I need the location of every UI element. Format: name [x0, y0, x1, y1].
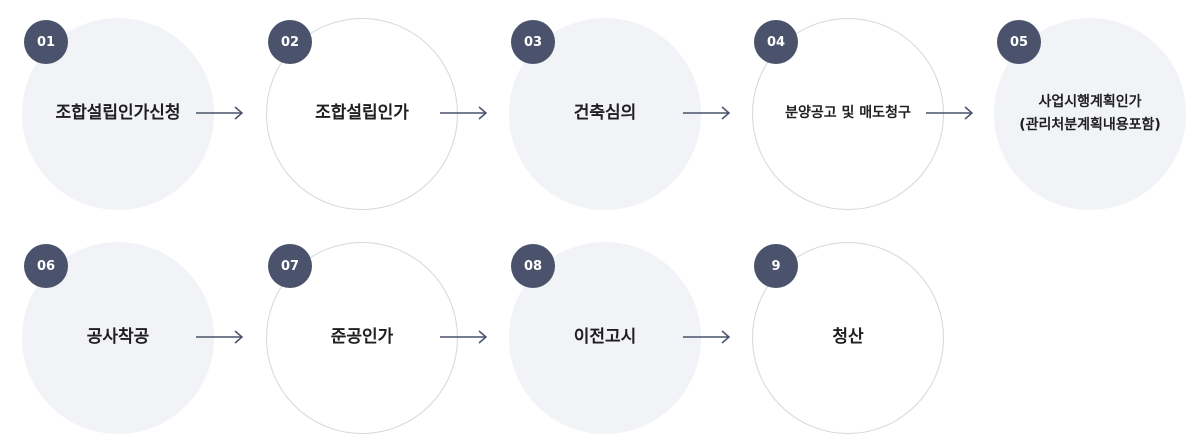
step-3-badge: 03	[511, 20, 555, 64]
arrow-icon	[683, 330, 731, 344]
step-2-badge: 02	[268, 20, 312, 64]
step-9-label: 청산	[832, 327, 864, 348]
step-3-label: 건축심의	[573, 103, 637, 124]
arrow-icon	[440, 330, 488, 344]
arrow-icon	[926, 106, 974, 120]
arrow-icon	[196, 330, 244, 344]
arrow-icon	[440, 106, 488, 120]
step-4-label: 분양공고 및 매도청구	[785, 105, 911, 122]
step-4-circle: 분양공고 및 매도청구	[752, 18, 944, 210]
step-6-label: 공사착공	[86, 327, 150, 348]
step-6-badge: 06	[24, 244, 68, 288]
arrow-icon	[683, 106, 731, 120]
step-5-label-line1: 사업시행계획인가	[1038, 93, 1142, 110]
step-7-badge: 07	[268, 244, 312, 288]
step-8-badge: 08	[511, 244, 555, 288]
step-5-label: 사업시행계획인가 (관리처분계획내용포함)	[1019, 91, 1161, 137]
step-5-circle: 사업시행계획인가 (관리처분계획내용포함)	[994, 18, 1186, 210]
step-8-label: 이전고시	[573, 327, 637, 348]
step-7-label: 준공인가	[330, 327, 394, 348]
step-1-badge: 01	[24, 20, 68, 64]
step-9-badge: 9	[754, 244, 798, 288]
step-4-badge: 04	[754, 20, 798, 64]
arrow-icon	[196, 106, 244, 120]
step-2-label: 조합설립인가	[315, 103, 409, 124]
step-5-label-line2: (관리처분계획내용포함)	[1019, 117, 1161, 133]
step-5-badge: 05	[997, 20, 1041, 64]
step-1-label: 조합설립인가신청	[55, 103, 181, 124]
